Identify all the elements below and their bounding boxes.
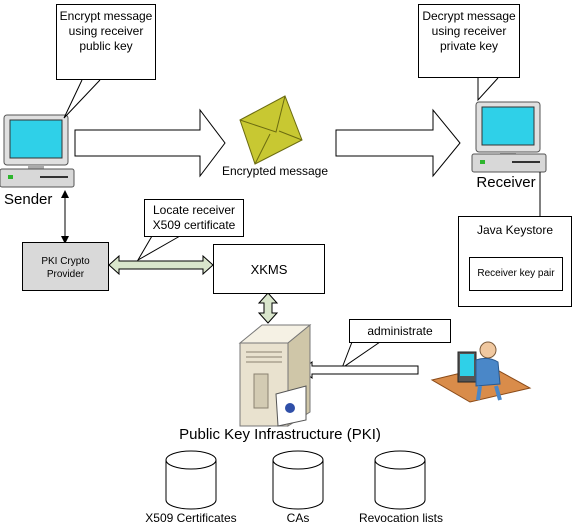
database-cylinder-icon xyxy=(165,450,217,510)
arrow-envelope-to-receiver xyxy=(335,108,461,178)
decrypt-callout: Decrypt message using receiver private k… xyxy=(418,4,520,78)
administrate-arrow xyxy=(301,360,419,380)
locate-callout: Locate receiver X509 certificate xyxy=(144,199,244,237)
pki-label: Public Key Infrastructure (PKI) xyxy=(179,426,381,443)
administrate-callout-pointer xyxy=(340,341,381,370)
database-label-revocation: Revocation lists xyxy=(358,511,444,525)
server-icon xyxy=(238,323,312,427)
encrypted-message-label: Encrypted message xyxy=(221,164,329,178)
administrate-callout: administrate xyxy=(349,319,451,343)
locate-callout-text: Locate receiver X509 certificate xyxy=(152,203,236,232)
java-keystore-label: Java Keystore xyxy=(476,223,554,237)
locate-callout-pointer xyxy=(136,235,181,262)
encrypt-callout-text: Encrypt message using receiver public ke… xyxy=(59,9,153,53)
decrypt-callout-pointer xyxy=(477,77,499,102)
database-cylinder-icon xyxy=(272,450,324,510)
receiver-computer-icon xyxy=(471,101,547,173)
envelope-icon xyxy=(239,95,303,165)
sender-label: Sender xyxy=(4,191,53,208)
provider-xkms-arrow xyxy=(108,254,214,276)
encrypt-callout: Encrypt message using receiver public ke… xyxy=(56,4,156,80)
xkms-server-arrow xyxy=(257,292,279,324)
receiver-key-pair-label: Receiver key pair xyxy=(477,268,555,279)
xkms-box: XKMS xyxy=(213,244,325,294)
java-keystore-box: Java Keystore Receiver key pair xyxy=(458,216,572,307)
receiver-label: Receiver xyxy=(476,174,536,191)
database-label-x509: X509 Certificates xyxy=(145,511,237,525)
decrypt-callout-text: Decrypt message using receiver private k… xyxy=(422,9,516,53)
administrate-callout-text: administrate xyxy=(367,324,433,338)
pki-crypto-provider-box: PKI Crypto Provider xyxy=(22,242,109,291)
pki-crypto-provider-label: PKI Crypto Provider xyxy=(41,256,90,280)
database-cylinder-icon xyxy=(374,450,426,510)
database-label-cas: CAs xyxy=(286,511,310,525)
encrypt-callout-pointer xyxy=(63,79,101,119)
receiver-key-pair-box: Receiver key pair xyxy=(469,257,563,291)
sender-computer-icon xyxy=(0,114,75,188)
xkms-label: XKMS xyxy=(250,262,288,277)
arrow-sender-to-envelope xyxy=(74,108,226,178)
person-at-desk-icon xyxy=(430,341,532,403)
